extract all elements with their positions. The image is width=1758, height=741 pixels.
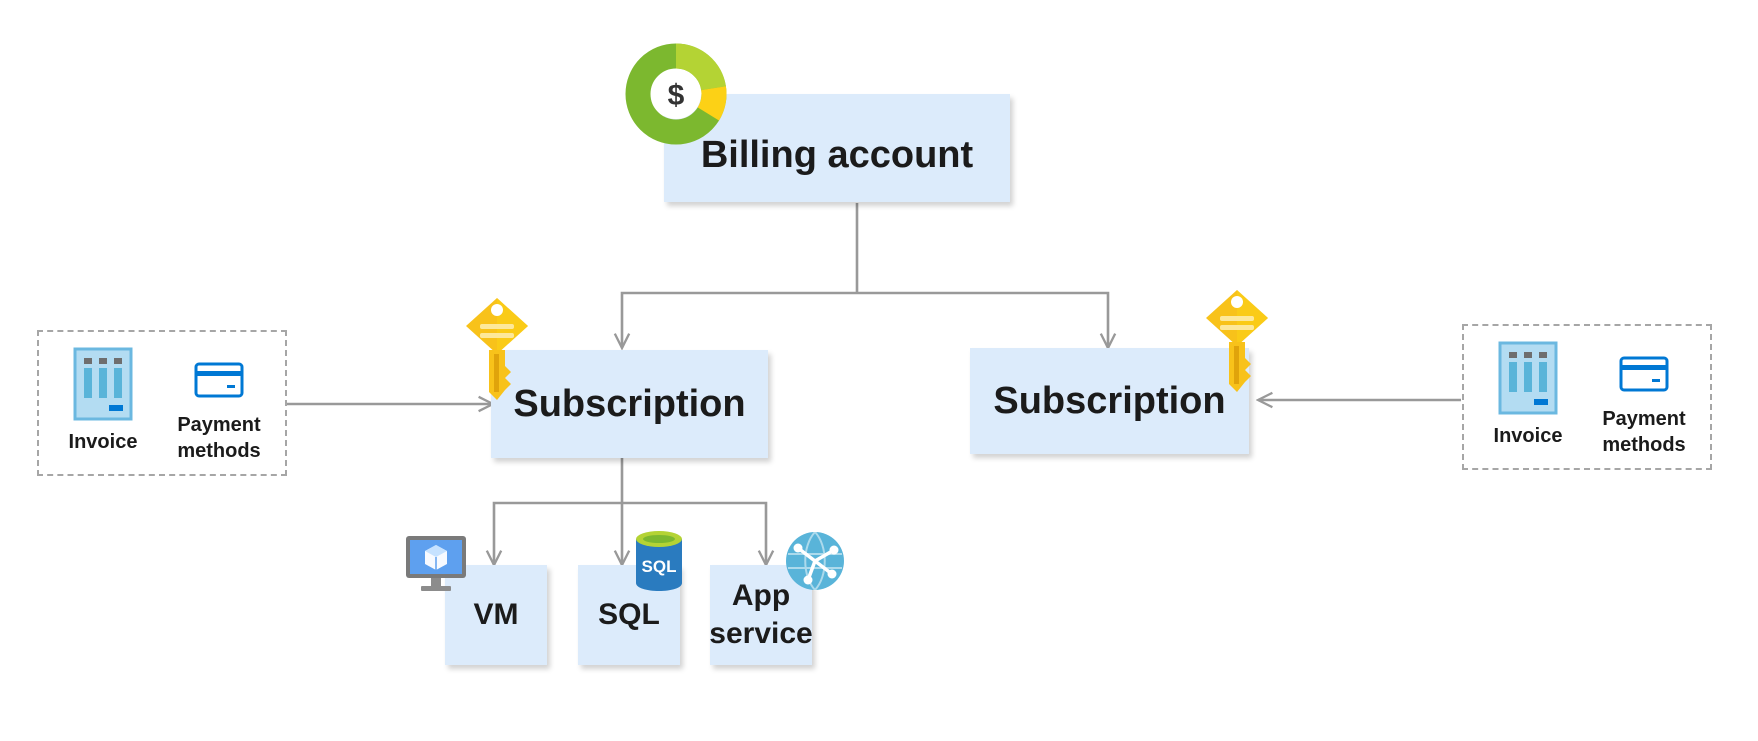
payment-methods-item: Payment methods [1584,356,1704,458]
subscription-box-1: Subscription [491,350,768,458]
invoice-payment-group-2: Invoice Payment methods [1462,324,1712,470]
dollar-symbol: $ [668,79,685,112]
payment-methods-item: Payment methods [159,362,279,464]
connector-billing-to-sub2 [857,291,1108,348]
invoice-payment-group-1: Invoice Payment methods [37,330,287,476]
sql-database-icon: SQL [636,531,682,591]
app-service-icon [786,531,844,591]
credit-card-icon [1619,356,1669,392]
billing-account-box: Billing account [664,94,1010,202]
vm-label: VM [473,598,519,631]
billing-dollar-icon: $ [625,43,727,145]
vm-box: VM [445,565,547,665]
invoice-item: Invoice [43,347,163,455]
invoice-icon [73,347,133,421]
payment-methods-label: Payment methods [177,414,261,462]
connector-sub1-to-vm [494,501,622,565]
key-icon [466,298,528,400]
invoice-label: Invoice [68,431,138,453]
subscription-label: Subscription [513,382,746,425]
invoice-item: Invoice [1468,341,1588,449]
connector-billing-to-sub1 [622,291,857,348]
sql-label: SQL [598,598,660,631]
sql-icon-text: SQL [642,557,677,576]
payment-methods-label: Payment methods [1602,408,1686,456]
billing-account-label: Billing account [700,133,974,176]
virtual-machine-icon [406,536,466,591]
connector-sub1-to-app [622,501,766,565]
subscription-label: Subscription [993,379,1226,422]
credit-card-icon [194,362,244,398]
subscription-box-2: Subscription [970,348,1249,454]
key-icon [1206,290,1268,392]
invoice-icon [1498,341,1558,415]
invoice-label: Invoice [1493,425,1563,447]
app-service-label: App service [709,579,813,650]
